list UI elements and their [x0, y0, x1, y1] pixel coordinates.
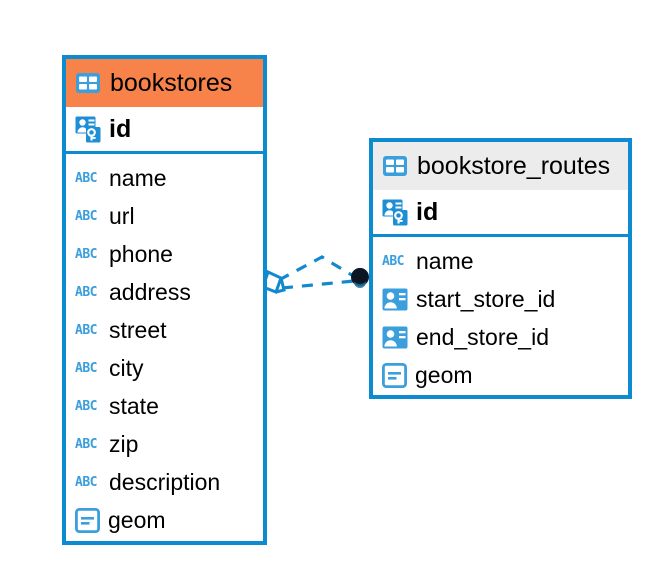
- field-row-description[interactable]: ABC description: [66, 463, 263, 501]
- circle-marker-core-icon: [352, 268, 368, 284]
- field-row-start-store-id[interactable]: start_store_id: [373, 280, 628, 318]
- entity-title-bookstore-routes: bookstore_routes: [417, 151, 611, 180]
- field-list-bookstore-routes: ABC name start_store_id end_store_id: [373, 237, 628, 400]
- entity-table-bookstores[interactable]: bookstores id ABC name ABC url ABC phone: [62, 55, 267, 545]
- abc-text-icon: ABC: [75, 398, 97, 414]
- field-row-name[interactable]: ABC name: [66, 159, 263, 197]
- abc-text-icon: ABC: [75, 208, 97, 224]
- field-list-bookstores: ABC name ABC url ABC phone ABC address A…: [66, 154, 263, 545]
- abc-text-icon: ABC: [75, 170, 97, 186]
- field-label-description: description: [109, 468, 221, 495]
- field-label-street: street: [109, 316, 167, 343]
- foreign-key-icon: [382, 288, 408, 310]
- field-row-geom[interactable]: geom: [373, 356, 628, 394]
- entity-table-bookstore-routes[interactable]: bookstore_routes id ABC name: [369, 138, 632, 399]
- field-label-name: name: [416, 247, 474, 274]
- field-row-zip[interactable]: ABC zip: [66, 425, 263, 463]
- field-label-state: state: [109, 392, 159, 419]
- table-grid-icon: [76, 73, 100, 93]
- relationship-line-arc: [278, 255, 356, 282]
- field-row-url[interactable]: ABC url: [66, 197, 263, 235]
- abc-text-icon: ABC: [75, 284, 97, 300]
- entity-title-bookstores: bookstores: [110, 68, 233, 97]
- field-row-name[interactable]: ABC name: [373, 242, 628, 280]
- field-row-city[interactable]: ABC city: [66, 349, 263, 387]
- primary-key-row-bookstore-routes[interactable]: id: [373, 190, 628, 237]
- field-row-address[interactable]: ABC address: [66, 273, 263, 311]
- abc-text-icon: ABC: [75, 436, 97, 452]
- abc-text-icon: ABC: [75, 322, 97, 338]
- field-label-name: name: [109, 164, 167, 191]
- field-label-geom: geom: [108, 506, 166, 533]
- abc-text-icon: ABC: [75, 246, 97, 262]
- primary-key-row-bookstores[interactable]: id: [66, 107, 263, 154]
- foreign-key-icon: [382, 326, 408, 348]
- primary-key-label-bookstore-routes: id: [416, 197, 439, 226]
- entity-header-bookstore-routes[interactable]: bookstore_routes: [373, 142, 628, 190]
- field-label-url: url: [109, 202, 135, 229]
- field-row-state[interactable]: ABC state: [66, 387, 263, 425]
- relationship-line-straight: [281, 279, 355, 290]
- geometry-icon: [75, 507, 100, 533]
- field-label-end-store-id: end_store_id: [416, 323, 549, 350]
- abc-text-icon: ABC: [75, 474, 97, 490]
- field-row-geom[interactable]: geom: [66, 501, 263, 539]
- table-grid-icon: [383, 156, 407, 176]
- field-label-geom: geom: [415, 361, 473, 388]
- geometry-icon: [382, 362, 407, 388]
- abc-text-icon: ABC: [75, 360, 97, 376]
- entity-header-bookstores[interactable]: bookstores: [66, 59, 263, 107]
- field-label-city: city: [109, 354, 144, 381]
- field-label-zip: zip: [109, 430, 139, 457]
- primary-key-label-bookstores: id: [109, 114, 132, 143]
- field-label-address: address: [109, 278, 191, 305]
- abc-text-icon: ABC: [382, 253, 404, 269]
- field-label-start-store-id: start_store_id: [416, 285, 556, 312]
- field-row-street[interactable]: ABC street: [66, 311, 263, 349]
- field-label-phone: phone: [109, 240, 173, 267]
- primary-key-icon: [75, 116, 101, 142]
- primary-key-icon: [382, 199, 408, 225]
- field-row-end-store-id[interactable]: end_store_id: [373, 318, 628, 356]
- field-row-phone[interactable]: ABC phone: [66, 235, 263, 273]
